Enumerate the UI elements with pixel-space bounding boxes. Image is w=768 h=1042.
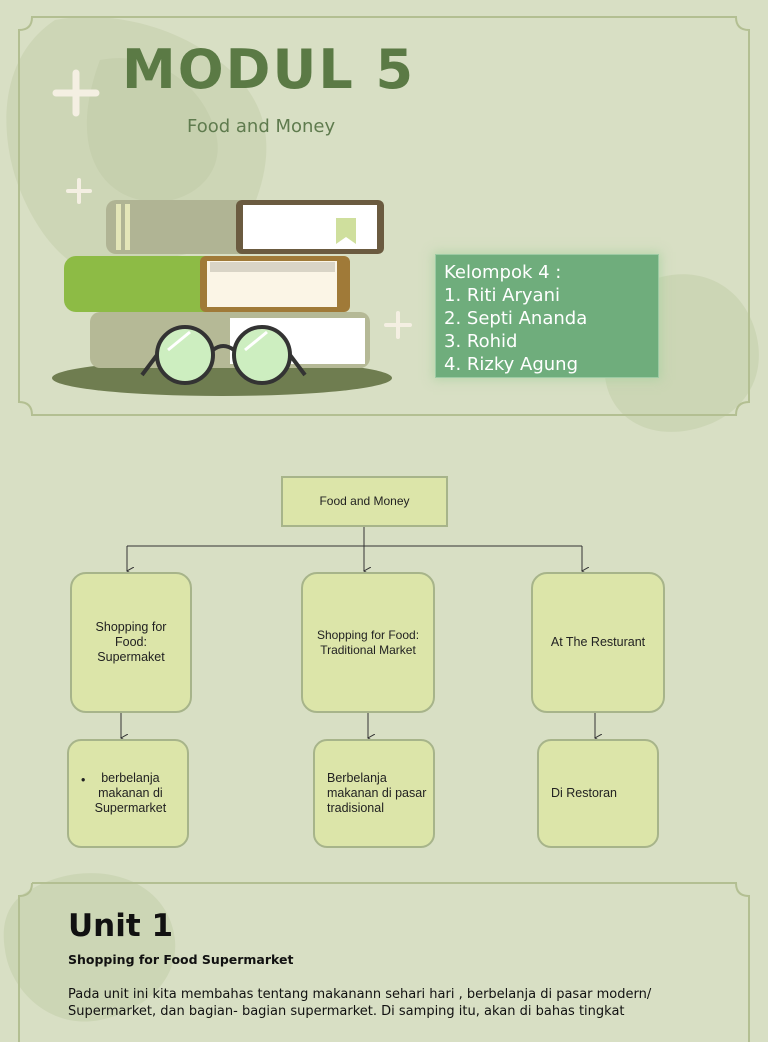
unit-body-text: Pada unit ini kita membahas tentang maka… — [68, 986, 688, 1020]
diagram-connectors — [0, 527, 768, 760]
detail-text: Berbelanja makanan di pasar tradisional — [327, 771, 427, 815]
page-title: MODUL 5 — [122, 38, 416, 101]
books-glasses-illustration — [52, 200, 392, 396]
branch-node-restaurant: At The Resturant — [531, 572, 665, 713]
page-subtitle: Food and Money — [187, 116, 336, 137]
unit-title: Unit 1 — [68, 908, 174, 944]
detail-text: berbelanja makanan di Supermarket — [94, 771, 167, 815]
plus-ornaments — [52, 69, 412, 339]
body-line: Supermarket, dan bagian- bagian supermar… — [68, 1004, 625, 1019]
team-members-box: Kelompok 4 : 1. Riti Aryani 2. Septi Ana… — [435, 254, 659, 378]
team-heading: Kelompok 4 : — [444, 262, 562, 283]
team-member: 1. Riti Aryani — [444, 285, 560, 306]
bullet-icon: • — [81, 773, 86, 787]
unit-slide-frame — [18, 882, 750, 1042]
diagram-root-node: Food and Money — [281, 476, 448, 527]
branch-node-traditional-market: Shopping for Food: Traditional Market — [301, 572, 435, 713]
team-member: 4. Rizky Agung — [444, 354, 578, 375]
detail-node-traditional-market: Berbelanja makanan di pasar tradisional — [313, 739, 435, 848]
title-slide-frame — [18, 16, 750, 416]
unit-subtitle: Shopping for Food Supermarket — [68, 952, 294, 967]
team-member: 2. Septi Ananda — [444, 308, 588, 329]
detail-node-restaurant: Di Restoran — [537, 739, 659, 848]
team-member: 3. Rohid — [444, 331, 518, 352]
detail-node-supermarket: • berbelanja makanan di Supermarket — [67, 739, 189, 848]
body-line: Pada unit ini kita membahas tentang maka… — [68, 987, 652, 1002]
detail-text: Di Restoran — [551, 786, 617, 800]
branch-node-supermarket: Shopping for Food: Supermaket — [70, 572, 192, 713]
